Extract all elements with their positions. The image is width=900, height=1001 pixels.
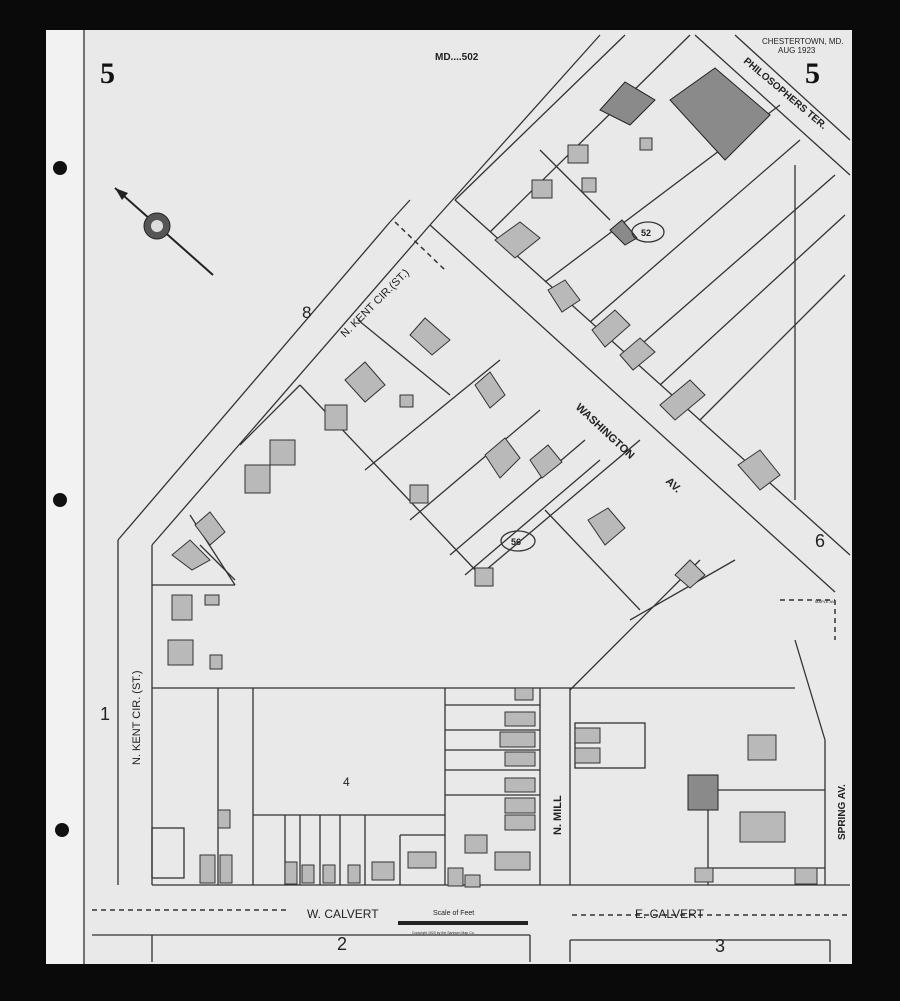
adjoining-sheet-bottom-right: 3 [715, 936, 725, 956]
scale-bar [398, 921, 528, 925]
binding-hole [53, 493, 67, 507]
scale-label: Scale of Feet [433, 910, 474, 917]
adjoining-sheet-bottom-left: 2 [337, 934, 347, 954]
lot-number-56: 56 [511, 537, 521, 547]
street-label-w-calvert: W. CALVERT [307, 907, 379, 921]
adjoining-sheet-right: 6 [815, 531, 825, 551]
north-arrow-compass-icon [114, 187, 214, 276]
street-lines [92, 34, 851, 962]
adjoining-sheet-left: 1 [100, 704, 110, 724]
street-label-maple-av: MAPLE AV [815, 599, 835, 604]
sheet-number-right: 5 [805, 57, 820, 90]
street-label-e-calvert: E. CALVERT [635, 907, 705, 921]
sheet-number-left: 5 [100, 57, 115, 90]
binding-hole [53, 161, 67, 175]
map-date: AUG 1923 [778, 46, 816, 55]
lot-number-52: 52 [641, 228, 651, 238]
town-name: CHESTERTOWN, MD. [762, 37, 843, 46]
street-label-spring-av: SPRING AV. [837, 784, 848, 840]
block-number-8: 8 [302, 303, 311, 322]
buildings [151, 67, 818, 888]
binding-hole [55, 823, 69, 837]
street-label-n-mill: N. MILL [552, 795, 564, 835]
street-label-n-kent-vertical: N. KENT CIR. (ST.) [131, 670, 143, 765]
volume-code: MD....502 [435, 52, 479, 63]
block-number-4: 4 [343, 775, 350, 789]
copyright-text: Copyright 1923 by the Sanborn Map Co. [412, 931, 475, 935]
